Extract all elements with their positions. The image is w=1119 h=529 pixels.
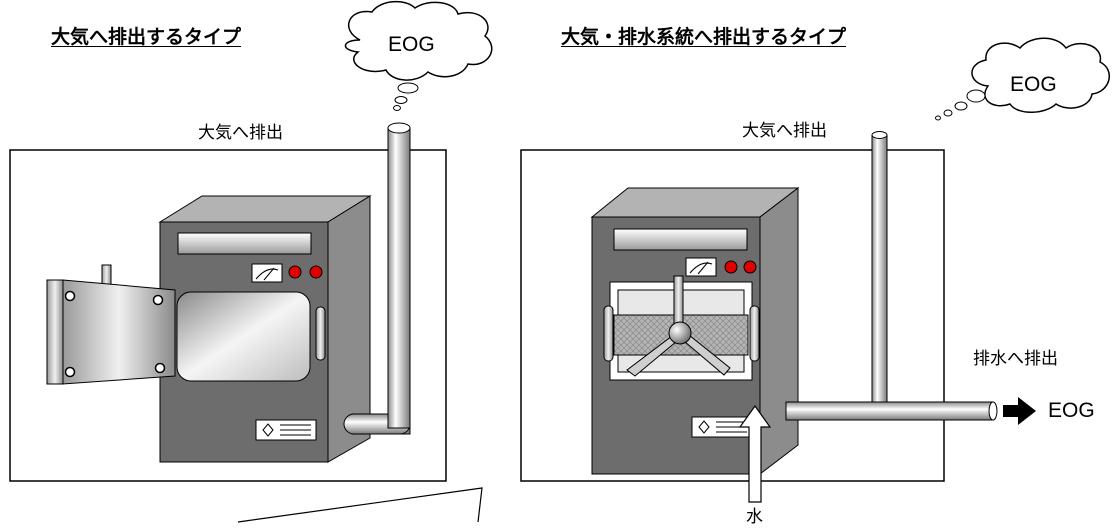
right-cloud-text: EOG: [1010, 73, 1057, 96]
sterilizer-chamber: [603, 275, 760, 381]
right-panel-heading: 大気・排水系統へ排出するタイプ: [561, 26, 847, 48]
left-panel-heading: 大気へ排出するタイプ: [51, 26, 242, 48]
drain-pipe: [785, 401, 994, 421]
left-exhaust-pipe: [343, 122, 411, 435]
cloud-icon: [344, 0, 493, 111]
left-cabinet-nameplate: [177, 232, 312, 255]
bolt: [152, 294, 164, 306]
right-vent-pipe: [871, 134, 888, 411]
pipe-mouth: [387, 122, 411, 134]
right-cabinet: [590, 186, 800, 476]
right-cabinet-nameplate: [613, 228, 748, 251]
lamp-icon: [309, 265, 323, 279]
callout-line: [237, 487, 483, 523]
lamp-icon: [743, 260, 757, 274]
right-vent-label: 大気へ排出: [742, 121, 827, 141]
left-panel: [9, 0, 493, 482]
chamber-flange: [46, 279, 64, 385]
lamp-icon: [288, 265, 302, 279]
bolt: [154, 362, 166, 374]
left-cabinet: [158, 195, 372, 463]
left-cabinet-door: [176, 291, 311, 382]
right-panel: [520, 37, 1110, 503]
control-label-plate: [255, 419, 317, 441]
control-label-plate: [691, 416, 753, 438]
outlet-label: EOG: [1048, 399, 1095, 422]
left-vent-label: 大気へ排出: [198, 123, 283, 143]
drain-label: 排水へ排出: [973, 349, 1058, 369]
water-label: 水: [746, 507, 763, 527]
side-handle-right: [749, 305, 760, 362]
lamp-icon: [724, 260, 738, 274]
drain-pipe-end: [988, 401, 998, 421]
arrow-up-icon: [738, 404, 772, 503]
meter-icon: [251, 263, 283, 283]
left-side-chamber: [46, 264, 176, 385]
door-wheel: [626, 275, 731, 377]
right-cabinet-side: [759, 186, 799, 476]
left-cloud-text: EOG: [388, 33, 435, 56]
pipe-riser: [387, 127, 411, 429]
vent-pipe-mouth: [871, 131, 888, 139]
door-handle: [315, 306, 326, 361]
bolt: [64, 290, 76, 302]
meter-icon: [685, 257, 717, 277]
cloud-icon: [935, 37, 1110, 121]
side-handle-left: [603, 305, 614, 362]
arrow-right-icon: [1003, 397, 1036, 425]
bolt: [64, 366, 76, 378]
